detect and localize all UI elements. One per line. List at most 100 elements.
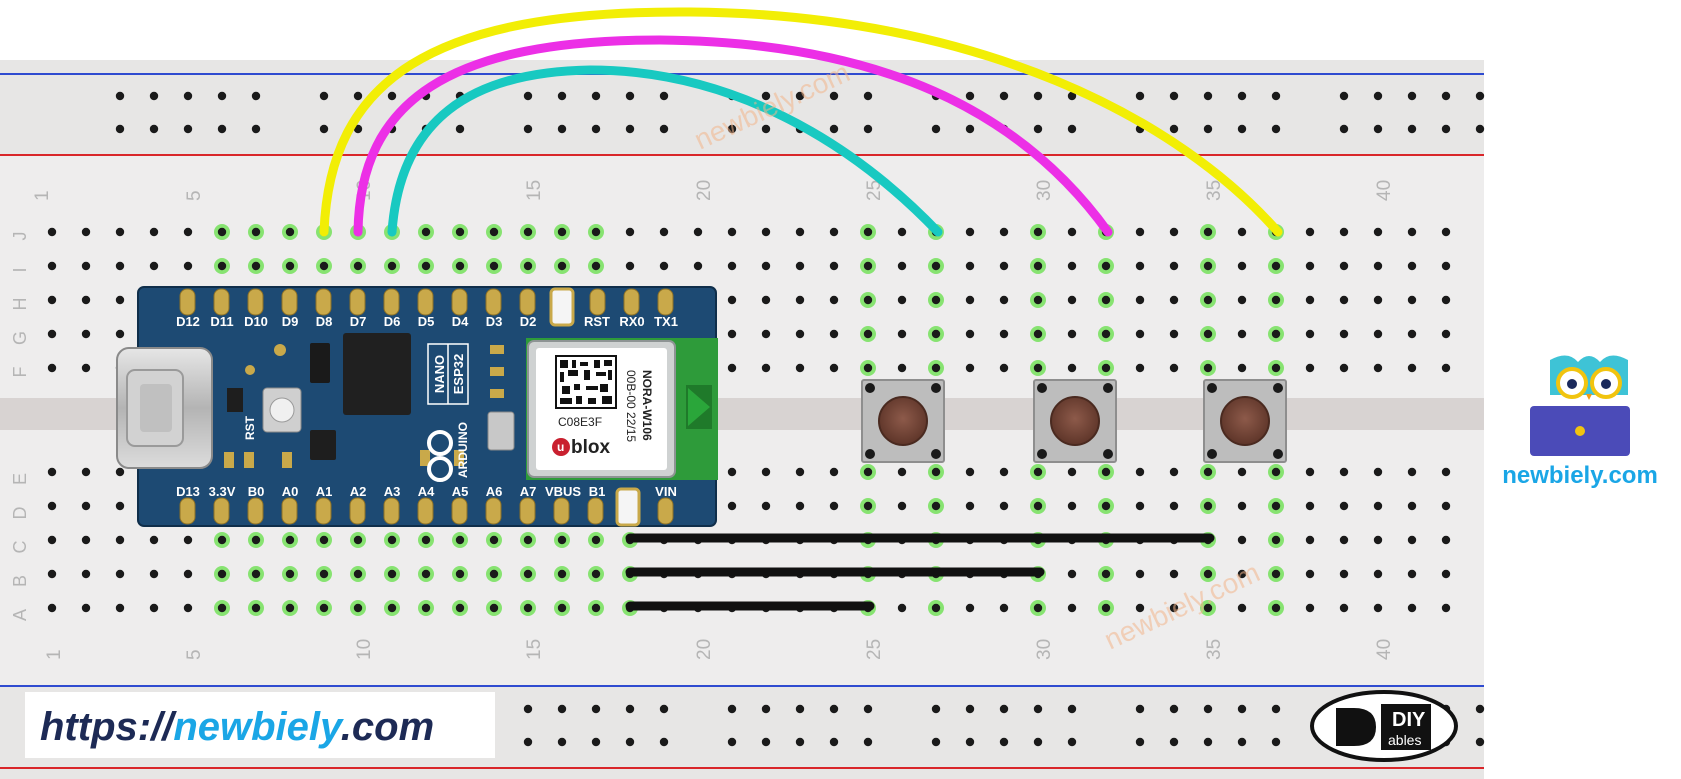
breadboard-hole	[625, 261, 635, 271]
breadboard-hole	[115, 329, 125, 339]
breadboard-hole	[965, 467, 975, 477]
breadboard-hole	[319, 569, 329, 579]
rail-hole	[523, 704, 533, 714]
breadboard-hole	[47, 295, 57, 305]
col-num-bottom-25: 25	[864, 639, 885, 660]
rail-hole	[1203, 737, 1213, 747]
breadboard-hole	[1203, 467, 1213, 477]
breadboard-hole	[1339, 467, 1349, 477]
breadboard-hole	[115, 227, 125, 237]
breadboard-hole	[81, 329, 91, 339]
breadboard-hole	[1033, 363, 1043, 373]
breadboard-hole	[1169, 603, 1179, 613]
breadboard-hole	[149, 569, 159, 579]
breadboard-hole	[795, 363, 805, 373]
esp32-label: ESP32	[451, 354, 466, 394]
pin-label-d11: D11	[210, 314, 233, 329]
breadboard-hole	[761, 329, 771, 339]
breadboard-hole	[217, 261, 227, 271]
breadboard-hole	[897, 363, 907, 373]
breadboard-hole	[1169, 295, 1179, 305]
rail-hole	[1339, 91, 1349, 101]
row-letter-e: E	[10, 473, 30, 485]
breadboard-hole	[149, 603, 159, 613]
breadboard-hole	[489, 569, 499, 579]
arduino-nano-esp32: D12 D11 D10 D9 D8 D7 D6 D5 D4 D3 D2 RST …	[116, 286, 718, 527]
breadboard-hole	[591, 603, 601, 613]
col-num-bottom-10: 10	[354, 639, 375, 660]
breadboard-hole	[1101, 501, 1111, 511]
breadboard-hole	[1305, 363, 1315, 373]
breadboard-hole	[931, 329, 941, 339]
breadboard-hole	[1203, 227, 1213, 237]
rail-hole	[1169, 124, 1179, 134]
breadboard-hole	[1407, 603, 1417, 613]
breadboard-hole	[1033, 295, 1043, 305]
breadboard-hole	[1271, 569, 1281, 579]
breadboard-hole	[999, 227, 1009, 237]
rail-hole	[1373, 124, 1383, 134]
rail-hole	[625, 124, 635, 134]
breadboard-hole	[489, 535, 499, 545]
breadboard-hole	[1237, 329, 1247, 339]
breadboard-hole	[727, 227, 737, 237]
breadboard-hole	[149, 535, 159, 545]
col-num-bottom-1: 1	[44, 649, 65, 660]
rail-hole	[1203, 124, 1213, 134]
breadboard-hole	[217, 227, 227, 237]
rail-hole	[217, 91, 227, 101]
breadboard-hole	[1135, 569, 1145, 579]
breadboard-hole	[1067, 467, 1077, 477]
rail-hole	[557, 124, 567, 134]
rail-hole	[761, 704, 771, 714]
signal-wires	[319, 7, 1283, 237]
breadboard-hole	[1135, 467, 1145, 477]
breadboard-hole	[1407, 295, 1417, 305]
col-num-top-35: 35	[1204, 180, 1225, 201]
wire-cyan-d6	[387, 65, 943, 237]
breadboard-hole	[1373, 329, 1383, 339]
row-letter-f: F	[10, 367, 30, 378]
breadboard-hole	[591, 569, 601, 579]
rail-hole	[1135, 737, 1145, 747]
breadboard-hole	[1339, 363, 1349, 373]
col-num-bottom-40: 40	[1374, 639, 1395, 660]
breadboard-hole	[1033, 261, 1043, 271]
rail-hole	[931, 704, 941, 714]
rail-hole	[965, 737, 975, 747]
breadboard-hole	[795, 227, 805, 237]
breadboard-hole	[1373, 569, 1383, 579]
breadboard-hole	[931, 261, 941, 271]
pin-label-d2: D2	[520, 314, 537, 329]
push-button-3	[1203, 379, 1287, 463]
breadboard-hole	[1339, 329, 1349, 339]
breadboard-hole	[761, 227, 771, 237]
rail-hole	[217, 124, 227, 134]
breadboard-hole	[1441, 227, 1451, 237]
rail-hole	[353, 124, 363, 134]
breadboard-hole	[863, 501, 873, 511]
breadboard-hole	[1203, 363, 1213, 373]
breadboard-hole	[1373, 363, 1383, 373]
breadboard-hole	[1169, 329, 1179, 339]
column-numbers-bottom: 1 5 10 15 20 25 30 35 40	[44, 639, 1395, 660]
rail-hole	[829, 124, 839, 134]
breadboard-hole	[1237, 363, 1247, 373]
col-num-bottom-20: 20	[694, 639, 715, 660]
rail-hole	[523, 737, 533, 747]
breadboard-hole	[421, 227, 431, 237]
rail-hole	[863, 737, 873, 747]
rail-hole	[149, 124, 159, 134]
breadboard-hole	[1271, 295, 1281, 305]
breadboard-hole	[1339, 501, 1349, 511]
rail-hole	[1237, 124, 1247, 134]
url-suffix: .com	[341, 705, 434, 749]
breadboard-hole	[47, 535, 57, 545]
breadboard-hole	[1441, 603, 1451, 613]
breadboard-hole	[1169, 261, 1179, 271]
module-line1: 00B-00 22/15	[624, 370, 638, 442]
breadboard-hole	[557, 535, 567, 545]
rail-hole	[183, 91, 193, 101]
breadboard-hole	[47, 227, 57, 237]
breadboard-hole	[421, 569, 431, 579]
